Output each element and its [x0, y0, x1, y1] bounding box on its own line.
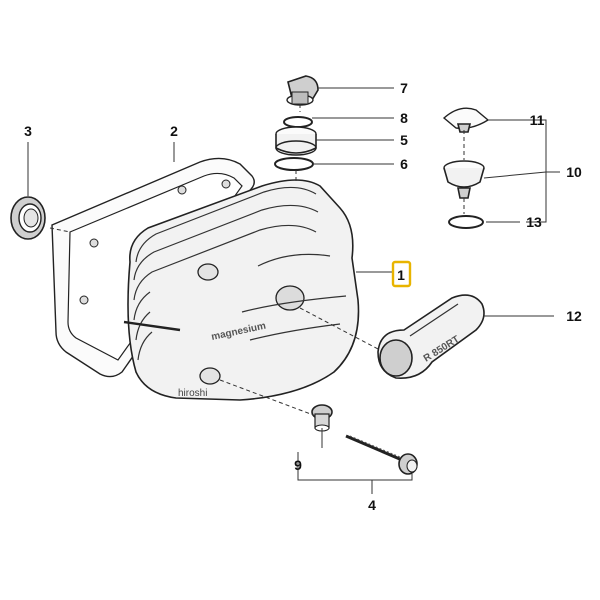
- o-ring-13[interactable]: [448, 215, 484, 229]
- o-ring-6[interactable]: [274, 157, 314, 171]
- screw[interactable]: [345, 434, 418, 475]
- grommet[interactable]: [311, 404, 333, 432]
- watermark-text: hiroshi: [178, 388, 207, 399]
- callout-12[interactable]: 12: [566, 308, 582, 324]
- callout-6[interactable]: 6: [400, 156, 408, 172]
- callout-10[interactable]: 10: [566, 164, 582, 180]
- callout-7[interactable]: 7: [400, 80, 408, 96]
- filler-neck[interactable]: [275, 126, 317, 156]
- callout-9[interactable]: 9: [294, 457, 302, 473]
- callout-13[interactable]: 13: [526, 214, 542, 230]
- callout-3[interactable]: 3: [24, 123, 32, 139]
- callout-5[interactable]: 5: [400, 132, 408, 148]
- cap-11[interactable]: [442, 107, 490, 133]
- callout-1[interactable]: 1: [397, 267, 405, 283]
- callout-2[interactable]: 2: [170, 123, 178, 139]
- oil-filler-cap[interactable]: [286, 75, 319, 106]
- seal-ring[interactable]: [10, 196, 46, 240]
- leader-lines: [27, 87, 560, 494]
- neck-10[interactable]: [443, 160, 485, 199]
- callout-1-highlight: [391, 260, 412, 288]
- o-ring-8[interactable]: [283, 116, 313, 128]
- callout-11[interactable]: 11: [530, 112, 545, 128]
- callout-4[interactable]: 4: [368, 497, 376, 513]
- cylinder-head-cover[interactable]: magnesium: [123, 179, 360, 401]
- cover-guard[interactable]: R 850RT: [377, 294, 485, 379]
- callout-8[interactable]: 8: [400, 110, 408, 126]
